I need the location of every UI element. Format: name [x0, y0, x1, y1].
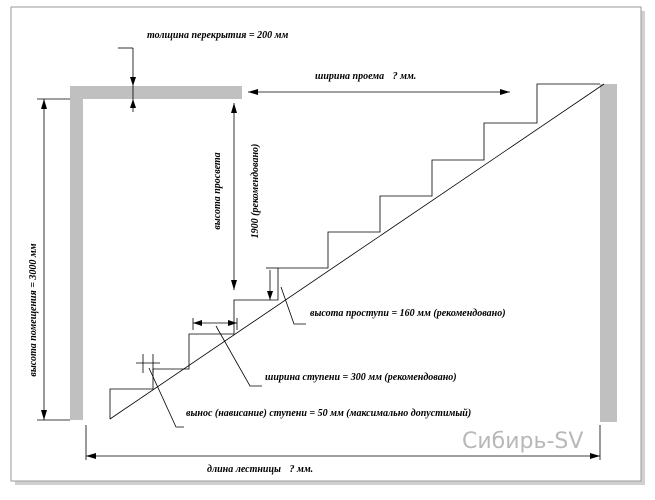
headroom-value: 1900 (рекомендовано) — [250, 144, 261, 239]
slab-thickness-arrow-top — [130, 77, 136, 86]
stair-length-value: ? мм. — [289, 464, 313, 475]
slab-thickness-label: толщина перекрытия = 200 мм — [147, 30, 288, 41]
slab-thickness-arrow-bottom — [130, 99, 136, 108]
opening-width-value: ? мм. — [393, 71, 417, 82]
stringer-line — [109, 83, 605, 420]
tread-arrow-left — [193, 320, 202, 326]
watermark: Сибирь-SV — [462, 429, 583, 454]
headroom-arrow-bottom — [231, 280, 237, 290]
headroom-label: высота просвета — [212, 152, 223, 229]
room-height-arrow-top — [41, 99, 47, 109]
tread-arrow-right — [228, 320, 237, 326]
length-arrow-left — [86, 453, 96, 459]
stair-length-label: длина лестницы ? мм. — [207, 464, 313, 475]
opening-width-label: ширина проема ? мм. — [315, 71, 416, 82]
tread-leader — [215, 325, 262, 387]
nosing-leader — [148, 367, 184, 428]
right-wall — [600, 84, 617, 422]
tread-width-label: ширина ступени = 300 мм (рекомендовано) — [265, 372, 457, 383]
room-height-arrow-bottom — [41, 410, 47, 420]
left-wall — [70, 99, 83, 420]
room-height-label: высота помещения = 3000 мм — [28, 243, 39, 376]
riser-leader — [280, 286, 306, 325]
headroom-arrow-top — [231, 103, 237, 113]
opening-width-arrow-right — [500, 89, 510, 95]
nosing-label: вынос (нависание) ступени = 50 мм (макси… — [186, 408, 471, 419]
floor-slab — [70, 86, 242, 99]
length-arrow-right — [590, 453, 600, 459]
riser-height-label: высота проступи = 160 мм (рекомендовано) — [310, 308, 506, 319]
opening-width-text: ширина проема — [315, 71, 384, 82]
stair-steps — [109, 83, 600, 419]
riser-arrow-bottom — [267, 291, 273, 300]
opening-width-arrow-left — [248, 89, 258, 95]
stair-length-text: длина лестницы — [207, 464, 281, 475]
